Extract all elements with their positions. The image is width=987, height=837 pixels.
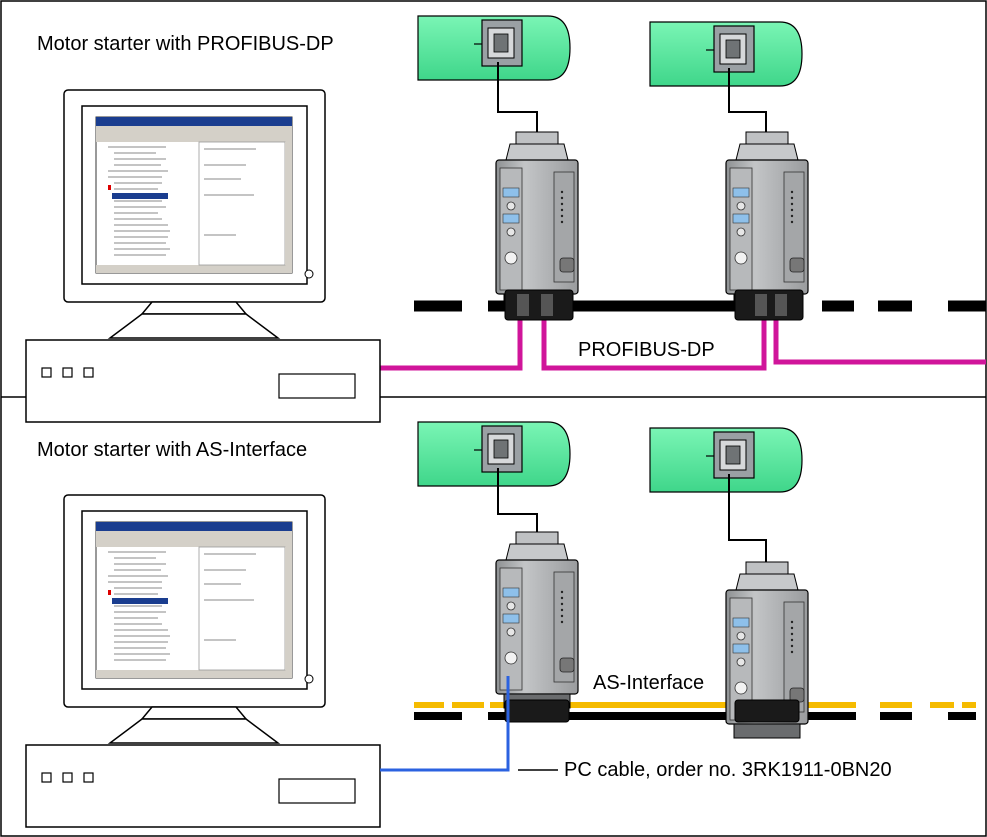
connector-icon (504, 289, 574, 321)
motor-starter-icon (725, 131, 809, 309)
profibus-cable (380, 314, 986, 371)
bus-label-profibus: PROFIBUS-DP (578, 339, 715, 361)
connector-icon (504, 699, 570, 723)
section-title-profibus: Motor starter with PROFIBUS-DP (35, 32, 336, 56)
motor-cable (497, 468, 538, 532)
motor-icon (649, 427, 803, 493)
motor-cable (728, 68, 767, 132)
connector-icon (734, 699, 800, 723)
motor-cable (497, 62, 538, 132)
bus-label-asi: AS-Interface (593, 672, 705, 694)
motor-icon (649, 21, 803, 87)
motor-cable (728, 474, 767, 562)
motor-starter-icon (495, 131, 579, 309)
motor-icon (417, 15, 571, 81)
section-title-asi: Motor starter with AS-Interface (35, 438, 310, 462)
connector-icon (734, 289, 804, 321)
pc-cable (380, 676, 510, 772)
pc-cable-callout: PC cable, order no. 3RK1911-0BN20 (564, 759, 892, 781)
motor-icon (417, 421, 571, 487)
